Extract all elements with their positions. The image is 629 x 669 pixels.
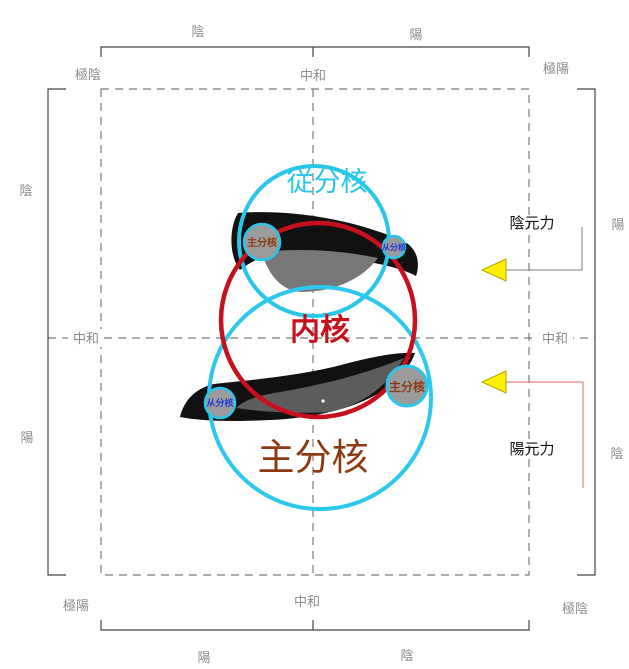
yin-force-arrow-icon bbox=[480, 258, 507, 282]
top-bracket bbox=[100, 46, 530, 57]
right-bracket bbox=[577, 88, 596, 576]
yang-force-indicator: 陽元力 bbox=[480, 370, 584, 488]
small-primary-core-lower: 主分核 bbox=[385, 364, 429, 408]
small-primary-core-upper: 主分核 bbox=[242, 222, 282, 262]
yin-force-label: 陰元力 bbox=[509, 214, 554, 232]
svg-text:主分核: 主分核 bbox=[247, 236, 277, 249]
yang-force-arrow-icon bbox=[480, 370, 507, 394]
label-center-left: 中和 bbox=[73, 332, 99, 347]
yin-force-indicator: 陰元力 bbox=[480, 214, 583, 282]
upper-blade-shape bbox=[231, 212, 418, 292]
small-secondary-core-lower: 从分核 bbox=[203, 386, 237, 420]
inner-core-label: 内核 bbox=[290, 313, 350, 348]
svg-text:主分核: 主分核 bbox=[389, 379, 425, 394]
label-top-left: 陰 bbox=[191, 25, 204, 40]
bottom-bracket bbox=[100, 620, 530, 631]
label-bottom-right: 陰 bbox=[400, 649, 413, 664]
svg-text:从分核: 从分核 bbox=[206, 397, 233, 409]
label-right-top: 陽 bbox=[611, 218, 624, 233]
lower-blade-shape bbox=[180, 352, 415, 421]
secondary-core-label: 従分核 bbox=[287, 167, 368, 198]
label-left-bottom: 陽 bbox=[20, 431, 33, 446]
outer-brackets bbox=[47, 46, 596, 631]
small-secondary-core-upper: 从分核 bbox=[381, 234, 407, 260]
label-left-top: 陰 bbox=[19, 184, 32, 199]
label-corner-top-right: 極陽 bbox=[543, 61, 569, 77]
label-center-top: 中和 bbox=[300, 69, 326, 84]
label-center-bottom: 中和 bbox=[294, 595, 320, 610]
label-center-right: 中和 bbox=[542, 332, 568, 347]
label-corner-bottom-left: 極陽 bbox=[63, 598, 89, 614]
svg-text:从分核: 从分核 bbox=[382, 242, 406, 252]
label-corner-top-left: 極陰 bbox=[75, 67, 101, 83]
label-bottom-left: 陽 bbox=[197, 651, 210, 666]
yang-force-label: 陽元力 bbox=[509, 440, 554, 458]
label-right-bottom: 陰 bbox=[610, 447, 623, 462]
label-top-right: 陽 bbox=[409, 28, 422, 43]
center-dot bbox=[321, 399, 325, 403]
primary-core-label: 主分核 bbox=[258, 436, 369, 479]
left-bracket bbox=[47, 88, 66, 576]
inner-core-ring bbox=[218, 220, 418, 420]
label-corner-bottom-right: 極陰 bbox=[562, 601, 588, 617]
